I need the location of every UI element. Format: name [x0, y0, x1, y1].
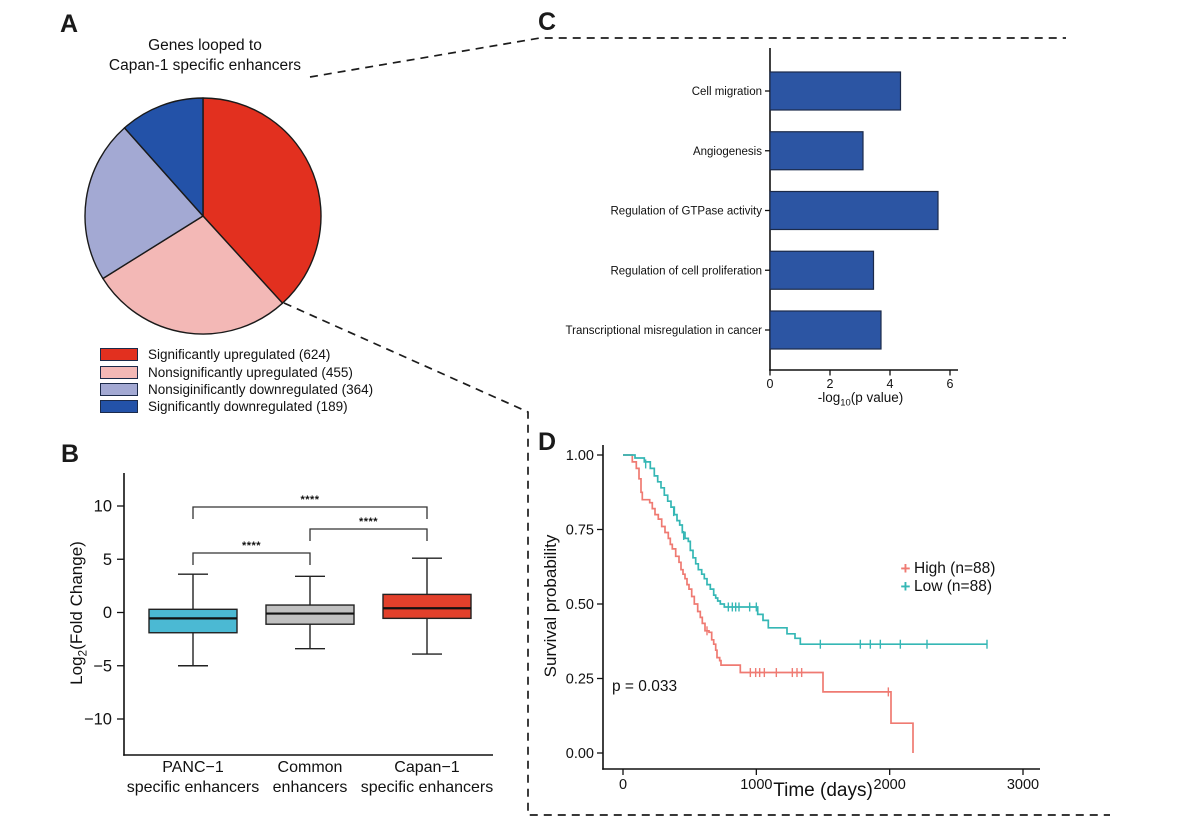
- box-y-tick-label: −10: [84, 711, 112, 729]
- callout-dashed-line-top: [309, 37, 1066, 78]
- panel-label-a: A: [60, 10, 79, 38]
- box-group-label-line2: enhancers: [273, 779, 348, 796]
- pie-legend: Significantly upregulated (624)Nonsignif…: [100, 346, 373, 416]
- pie-slice-3: [123, 97, 204, 217]
- km-x-tick-label: 1000: [740, 777, 772, 793]
- survival-y-axis-title: Survival probability: [541, 534, 560, 678]
- bar-4: [769, 310, 882, 350]
- legend-swatch-icon: [100, 400, 138, 414]
- legend-label: Significantly upregulated (624): [148, 347, 331, 363]
- km-curve-1: [623, 454, 987, 646]
- box-group-label-line2: specific enhancers: [127, 779, 260, 796]
- p-value-annotation: p = 0.033: [612, 678, 678, 695]
- pie-slice-1: [102, 215, 284, 335]
- pie-title-line1: Genes looped to: [148, 37, 262, 54]
- b-ylabel-sub: 2: [75, 649, 90, 657]
- box-y-tick-label: 0: [103, 604, 112, 622]
- censor-marker-icon: +: [900, 577, 911, 596]
- bar-category-label: Angiogenesis: [693, 146, 762, 158]
- km-x-tick-label: 2000: [874, 777, 906, 793]
- significance-bracket-0: [192, 552, 311, 565]
- box-group-label-line1: Capan−1: [394, 759, 459, 776]
- km-y-tick-label: 0.00: [566, 746, 594, 762]
- significance-bracket-1: [309, 528, 428, 541]
- bar-x-tick-label: 2: [827, 377, 834, 391]
- bar-x-axis-title: -log10(p value): [778, 390, 943, 409]
- box-group-label-line2: specific enhancers: [361, 779, 494, 796]
- box-group-label-line1: Common: [278, 759, 343, 776]
- pie-slice-0: [202, 97, 322, 304]
- bar-category-label: Regulation of cell proliferation: [610, 265, 762, 277]
- survival-legend-label: Low (n=88): [914, 578, 992, 595]
- significance-stars: ****: [242, 540, 261, 552]
- significance-stars: ****: [359, 516, 378, 528]
- censor-marker-icon: +: [900, 559, 911, 578]
- survival-legend-label: High (n=88): [914, 560, 996, 577]
- km-y-tick-label: 0.75: [566, 523, 594, 539]
- pie-legend-item: Significantly upregulated (624): [100, 346, 373, 363]
- box-2: [382, 593, 472, 620]
- bar-x-tick-label: 4: [887, 377, 894, 391]
- bar-0: [769, 71, 902, 111]
- legend-swatch-icon: [100, 382, 138, 396]
- pie-legend-item: Significantly downregulated (189): [100, 398, 373, 415]
- c-xlabel-prefix: -log: [817, 390, 841, 405]
- km-y-tick-label: 0.50: [566, 597, 594, 613]
- legend-label: Nonsiginificantly downregulated (364): [148, 381, 374, 397]
- boxplot-y-axis-title: Log2(Fold Change): [67, 523, 90, 703]
- bar-x-tick-label: 6: [947, 377, 954, 391]
- significance-bracket-2: [192, 506, 428, 519]
- km-x-tick-label: 0: [619, 777, 627, 793]
- pie-chart: [84, 97, 322, 335]
- survival-legend: +High (n=88)+Low (n=88): [897, 559, 996, 596]
- survival-x-axis-title: Time (days): [773, 780, 873, 801]
- bar-1: [769, 131, 864, 171]
- b-ylabel-suffix: (Fold Change): [67, 541, 86, 650]
- box-y-tick-label: −5: [93, 657, 112, 675]
- bar-category-label: Cell migration: [692, 86, 762, 98]
- legend-label: Nonsignificantly upregulated (455): [148, 364, 353, 380]
- km-x-tick-label: 3000: [1007, 777, 1039, 793]
- bar-category-label: Transcriptional misregulation in cancer: [566, 325, 763, 337]
- panel-label-d: D: [538, 428, 557, 456]
- survival-plot: 0 1000 2000 3000 0.00 0.25 0.50 0.75 1.00: [566, 445, 1040, 793]
- pie-chart-title: Genes looped to Capan-1 specific enhance…: [70, 36, 340, 76]
- survival-legend-item: +Low (n=88): [897, 578, 995, 596]
- pie-slice-2: [84, 127, 204, 280]
- pie-title-line2: Capan-1 specific enhancers: [108, 57, 302, 74]
- panel-label-b: B: [61, 440, 80, 468]
- b-ylabel-prefix: Log: [67, 656, 86, 685]
- box-0: [148, 608, 238, 634]
- pie-legend-item: Nonsiginificantly downregulated (364): [100, 381, 373, 398]
- km-y-tick-label: 1.00: [566, 448, 594, 464]
- bar-x-tick-label: 0: [767, 377, 774, 391]
- km-curve-0: [623, 454, 914, 753]
- legend-label: Significantly downregulated (189): [148, 399, 348, 415]
- legend-swatch-icon: [100, 365, 138, 379]
- panel-label-c: C: [538, 8, 557, 36]
- bar-2: [769, 190, 939, 231]
- callout-dashed-line-bottom: [283, 302, 1110, 816]
- bar-3: [769, 250, 875, 290]
- significance-stars: ****: [300, 494, 319, 506]
- c-xlabel-suffix: (p value): [850, 390, 904, 405]
- survival-legend-item: +High (n=88): [897, 559, 996, 578]
- legend-swatch-icon: [100, 348, 138, 362]
- km-y-tick-label: 0.25: [566, 672, 594, 688]
- bar-category-label: Regulation of GTPase activity: [611, 206, 763, 218]
- box-y-tick-label: 10: [94, 498, 112, 516]
- box-group-label-line1: PANC−1: [162, 759, 224, 776]
- c-xlabel-sub: 10: [840, 397, 851, 409]
- pie-legend-item: Nonsignificantly upregulated (455): [100, 363, 373, 380]
- box-y-tick-label: 5: [103, 551, 112, 569]
